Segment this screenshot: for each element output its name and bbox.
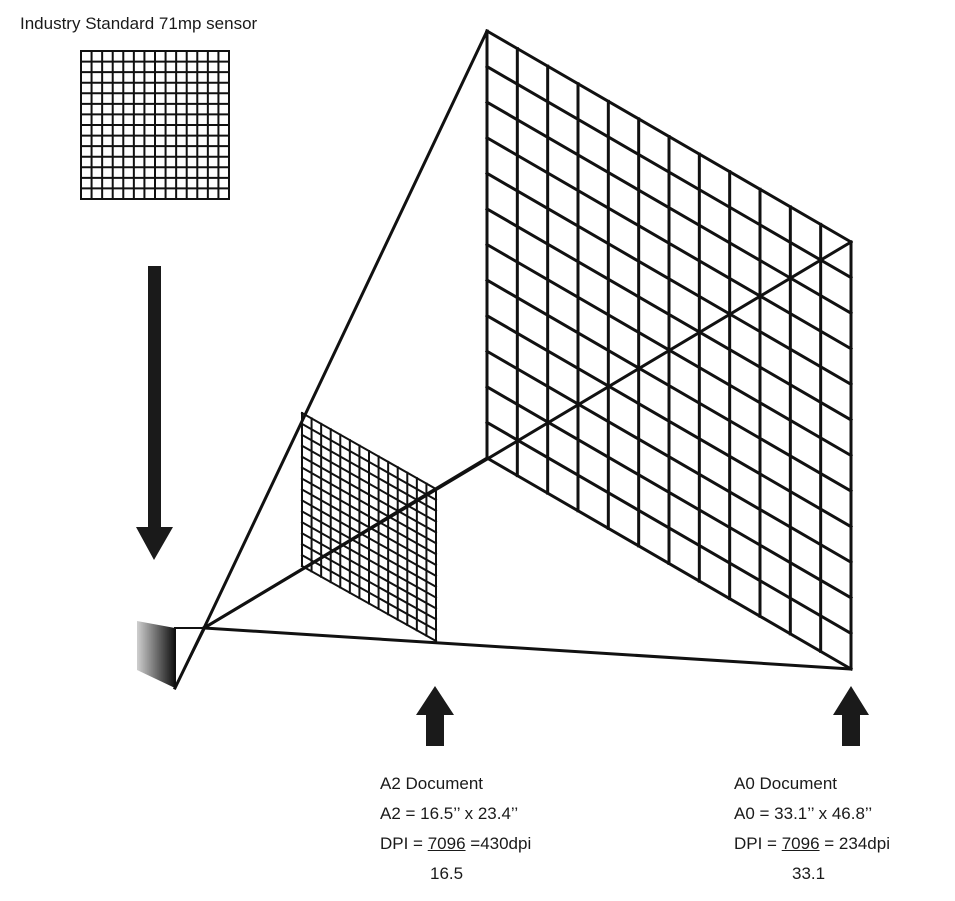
projection-line [201, 455, 490, 631]
a2-dpi-result: =430dpi [465, 834, 532, 853]
a0-size: A0 = 33.1’’ x 46.8’’ [734, 804, 873, 823]
a0-document-grid [484, 28, 854, 672]
a2-document-grid [300, 411, 438, 643]
a2-grid-line [300, 509, 438, 589]
a0-dpi-prefix: DPI = [734, 834, 782, 853]
a0-grid-line [484, 455, 854, 672]
a2-dpi-denominator: 16.5 [430, 864, 464, 883]
a2-dpi-line: DPI = 7096 =430dpi [380, 834, 531, 854]
a2-dpi-numerator: 7096 [427, 834, 466, 853]
projection-line [202, 626, 853, 671]
a0-dpi-result: = 234dpi [819, 834, 890, 853]
a0-grid-line [484, 384, 854, 600]
a2-pointer-arrow-icon [416, 686, 454, 746]
a2-grid-line [300, 531, 438, 610]
projection-line [202, 29, 489, 630]
a2-grid-line [300, 553, 438, 632]
sensor-grid-icon [80, 50, 230, 200]
a0-dpi-numerator: 7096 [781, 834, 820, 853]
camera-icon [137, 621, 207, 689]
down-arrow-icon [136, 266, 173, 560]
a2-dpi-prefix: DPI = [380, 834, 428, 853]
a2-grid-line [300, 499, 438, 578]
a2-title: A2 Document [380, 774, 483, 793]
a2-grid-line [300, 520, 438, 599]
a2-grid-line [300, 564, 438, 643]
a2-grid-line [300, 488, 438, 567]
a0-dpi-line: DPI = 7096 = 234dpi [734, 834, 890, 854]
a0-grid-line [484, 420, 854, 636]
a0-dpi-denominator: 33.1 [792, 864, 826, 883]
a0-title: A0 Document [734, 774, 837, 793]
a2-grid-line [300, 542, 438, 621]
a2-size: A2 = 16.5’’ x 23.4’’ [380, 804, 519, 823]
sensor-title: Industry Standard 71mp sensor [20, 14, 258, 33]
a0-pointer-arrow-icon [833, 686, 869, 746]
